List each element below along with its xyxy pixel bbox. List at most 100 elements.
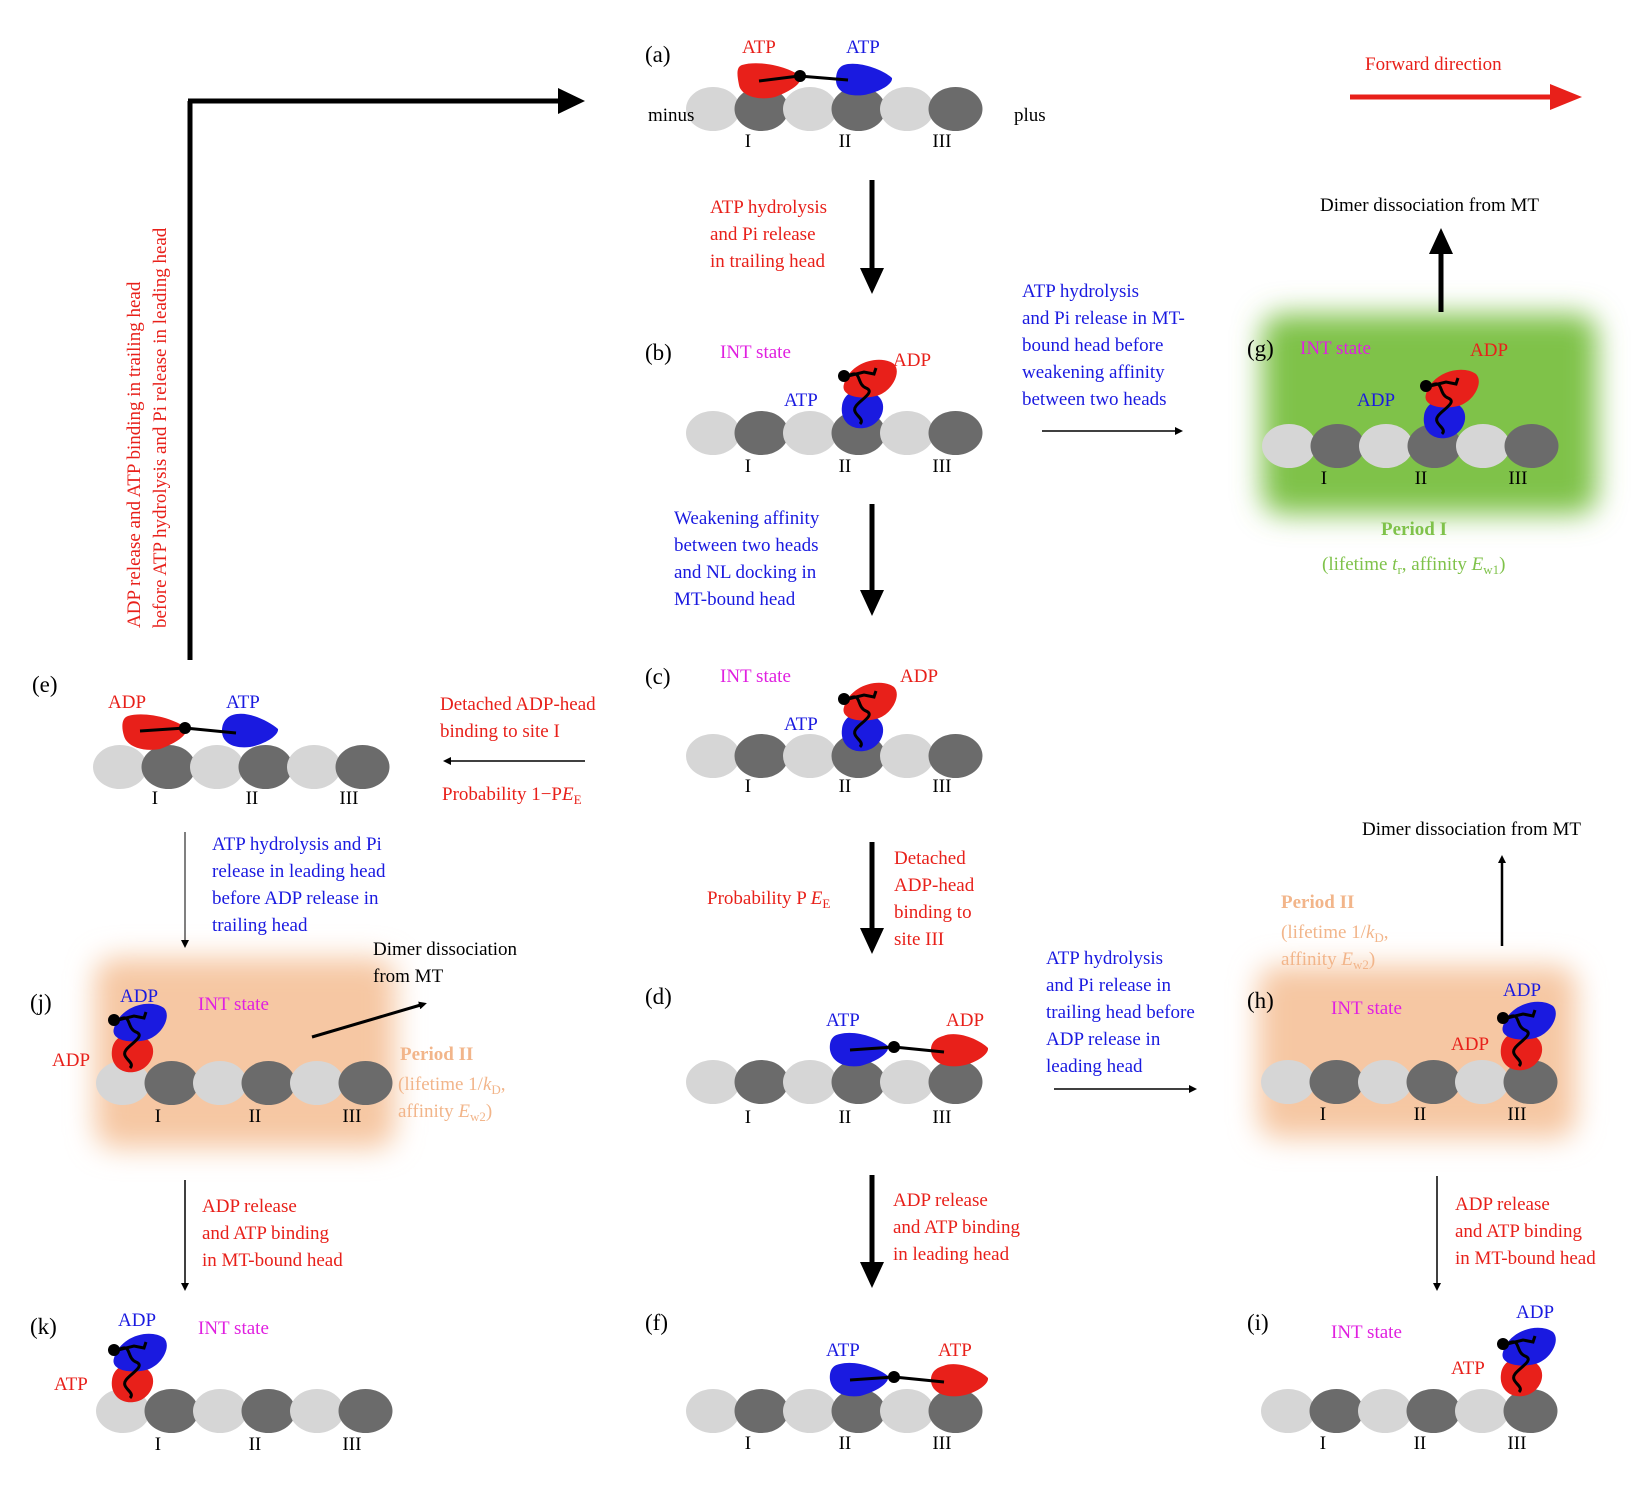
binding-site-label: III [932,1433,951,1454]
head-label-h-upper: ADP [1503,980,1541,1001]
svg-text:in trailing head: in trailing head [710,251,826,272]
alpha-tubulin [1261,1389,1315,1433]
alpha-tubulin [190,745,244,789]
alpha-tubulin [1358,1389,1412,1433]
svg-text:bound head before: bound head before [1022,335,1163,356]
alpha-tubulin [1455,1060,1509,1104]
head-label-h-lower: ADP [1451,1034,1489,1055]
panel-label-f: (f) [645,1310,668,1335]
binding-site-label: II [249,1434,262,1455]
beta-tubulin [831,1389,886,1433]
plus-end-label: plus [1014,105,1046,126]
svg-text:in MT-bound head: in MT-bound head [202,1250,343,1271]
binding-site-label: III [932,131,951,152]
alpha-tubulin [686,1389,740,1433]
binding-site-label: II [1414,1104,1427,1125]
svg-text:ADP-head: ADP-head [894,875,975,896]
mt-bound-head [1423,399,1466,439]
beta-tubulin [734,411,789,455]
alpha-tubulin [686,87,740,131]
mt-bound-head [841,712,884,752]
svg-text:and ATP binding: and ATP binding [893,1217,1021,1238]
head-label-a-right: ATP [846,37,880,58]
beta-tubulin [928,734,983,778]
svg-text:ADP release: ADP release [1455,1194,1550,1215]
int-state-label-h: INT state [1331,998,1402,1019]
tethered-head [1502,1327,1556,1366]
alpha-tubulin [1456,424,1510,468]
arrow-e-to-a [187,88,585,660]
transition-b-g: ATP hydrolysis and Pi release in MT- bou… [1022,281,1185,410]
binding-site-label: II [839,776,852,797]
leading-head-d [931,1034,989,1067]
svg-text:and NL docking in: and NL docking in [674,562,817,583]
leading-head-e [222,713,279,748]
beta-tubulin [144,1061,199,1105]
beta-tubulin [338,1061,393,1105]
beta-tubulin [241,1389,296,1433]
head-label-d-right: ADP [946,1010,984,1031]
svg-text:MT-bound head: MT-bound head [674,589,796,610]
svg-text:binding to: binding to [894,902,972,923]
beta-tubulin [141,745,196,789]
alpha-tubulin [783,87,837,131]
neck-linker-junction [1497,1338,1509,1350]
head-label-j-upper: ADP [120,986,158,1007]
svg-text:Probability 1−PEE: Probability 1−PEE [442,784,582,807]
beta-tubulin [1309,1060,1364,1104]
head-label-g-lower: ADP [1357,390,1395,411]
neck-linker [1429,382,1453,436]
svg-text:ADP release: ADP release [893,1190,988,1211]
dimer-d [829,1032,989,1067]
dissociation-label-h: Dimer dissociation from MT [1362,819,1581,840]
panel-label-a: (a) [645,42,671,67]
dimer-f [829,1362,989,1397]
neck-linker [847,695,871,749]
svg-text:between two heads: between two heads [1022,389,1167,410]
alpha-tubulin [783,1389,837,1433]
svg-text:before ADP release in: before ADP release in [212,888,379,909]
int-state-label-g: INT state [1300,338,1371,359]
beta-tubulin [734,1389,789,1433]
mt-bound-head [1500,1357,1543,1397]
panel-label-d: (d) [645,984,672,1009]
transition-j-k: ADP release and ATP binding in MT-bound … [202,1196,343,1271]
beta-tubulin [144,1389,199,1433]
beta-tubulin [241,1061,296,1105]
svg-text:(lifetime tr, affinity Ew1): (lifetime tr, affinity Ew1) [1322,554,1505,577]
beta-tubulin [928,411,983,455]
int-state-label-i: INT state [1331,1322,1402,1343]
alpha-tubulin [193,1061,247,1105]
int-state-label-k: INT state [198,1318,269,1339]
svg-text:Period I: Period I [1381,519,1447,540]
beta-tubulin [238,745,293,789]
period-II-label-j: Period II (lifetime 1/kD, affinity Ew2) [398,1044,506,1124]
alpha-tubulin [93,745,147,789]
alpha-tubulin [193,1389,247,1433]
svg-text:(lifetime 1/kD,: (lifetime 1/kD, [1281,922,1389,945]
head-label-f-left: ATP [826,1340,860,1361]
panel-label-i: (i) [1247,1310,1269,1335]
arrow-c-to-d [860,842,884,954]
alpha-tubulin [96,1061,150,1105]
svg-text:in leading head: in leading head [893,1244,1010,1265]
head-label-k-lower: ATP [54,1374,88,1395]
alpha-tubulin [880,734,934,778]
alpha-tubulin [290,1061,344,1105]
mt-bound-head [111,1033,154,1073]
alpha-tubulin [880,1389,934,1433]
head-label-e-right: ATP [226,692,260,713]
neck-linker [1506,1340,1530,1394]
head-label-i-upper: ADP [1516,1302,1554,1323]
neck-linker [847,367,878,378]
svg-text:ATP hydrolysis and Pi: ATP hydrolysis and Pi [212,834,382,855]
svg-text:and Pi release in: and Pi release in [1046,975,1172,996]
transition-h-i: ADP release and ATP binding in MT-bound … [1455,1194,1596,1269]
head-label-b-lower: ATP [784,390,818,411]
panel-label-e: (e) [32,672,58,697]
svg-text:before ATP hydrolysis and Pi r: before ATP hydrolysis and Pi release in … [150,227,171,628]
